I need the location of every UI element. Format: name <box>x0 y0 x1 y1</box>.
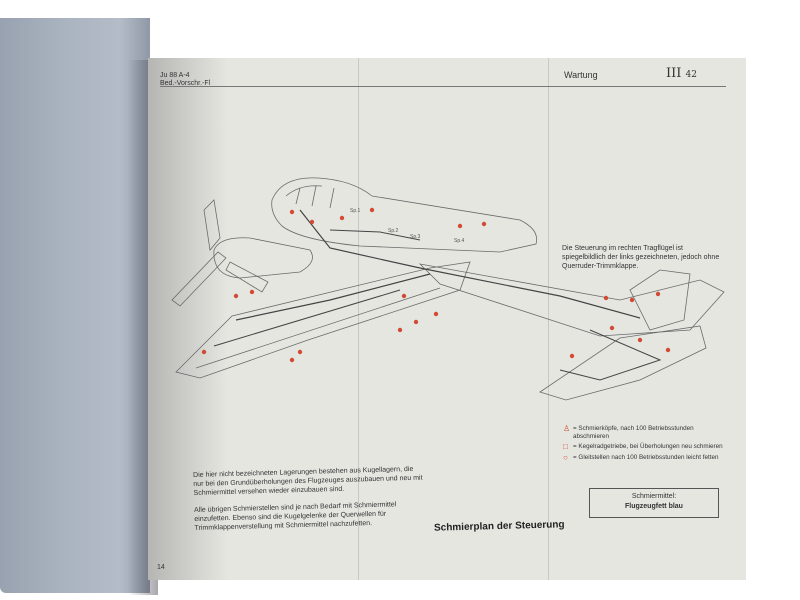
slide-point-icon: ○ <box>563 452 568 462</box>
spar-label: Sp.4 <box>454 238 465 244</box>
marker <box>369 207 375 213</box>
control-rod <box>213 289 401 347</box>
canopy-frame <box>285 185 335 209</box>
legend-item: ♙= Schmierköpfe, nach 100 Betriebsstunde… <box>563 425 723 440</box>
control-rod <box>329 229 421 241</box>
marker <box>339 215 345 221</box>
marker <box>289 357 295 363</box>
section-title: Wartung <box>564 70 598 80</box>
marker <box>481 221 487 227</box>
marker <box>629 297 635 303</box>
propeller-blade <box>171 251 227 307</box>
vertical-fin <box>629 269 691 331</box>
legend-text: = Gleitstellen nach 100 Betriebsstunden … <box>573 453 719 461</box>
mirror-note: Die Steuerung im rechten Tragflügel ist … <box>562 245 720 270</box>
lubricant-box: Schmiermittel: Flugzeugfett blau <box>589 488 719 518</box>
body-paragraph: Alle übrigen Schmierstellen sind je nach… <box>193 500 397 532</box>
left-page-edge <box>0 18 150 593</box>
marker <box>413 319 419 325</box>
lubricant-value: Flugzeugfett blau <box>625 503 683 510</box>
body-paragraph: Die hier nicht bezeichneten Lagerungen b… <box>193 465 423 498</box>
marker <box>309 219 315 225</box>
engine-nacelle <box>213 237 313 279</box>
marker <box>401 293 407 299</box>
marker <box>637 337 643 343</box>
propeller-blade <box>225 261 269 293</box>
marker <box>609 325 615 331</box>
fold-line <box>358 58 359 580</box>
control-rod <box>559 329 662 381</box>
header-rule <box>160 86 726 87</box>
marker <box>457 223 463 229</box>
propeller-blade <box>203 199 221 251</box>
fold-out-sheet <box>148 58 746 580</box>
doc-code-line1: Ju 88 A-4 <box>160 72 190 79</box>
legend-text: = Schmierköpfe, nach 100 Betriebsstunden… <box>573 425 694 440</box>
marker <box>603 295 609 301</box>
marker <box>233 293 239 299</box>
legend-item: ○ = Gleitstellen nach 100 Betriebsstunden… <box>563 452 723 462</box>
marker <box>665 347 671 353</box>
lubrication-markers <box>201 207 671 363</box>
marker <box>201 349 207 355</box>
legend: ♙= Schmierköpfe, nach 100 Betriebsstunde… <box>563 425 723 464</box>
spar-label: Sp.1 <box>350 208 361 214</box>
marker <box>569 353 575 359</box>
gearbox-icon: □ <box>563 442 568 451</box>
footer-page-number: 14 <box>157 564 165 571</box>
marker <box>397 327 403 333</box>
page-roman: III <box>666 66 682 81</box>
marker <box>249 289 255 295</box>
marker <box>297 349 303 355</box>
spar-label: Sp.2 <box>388 228 399 234</box>
doc-code-line2: Bed.-Vorschr.-Fl <box>160 80 211 87</box>
grease-nipple-icon: ♙ <box>563 424 571 433</box>
wing-spar <box>195 287 441 369</box>
spar-label: Sp.3 <box>410 234 421 240</box>
legend-item: □ = Kegelradgetriebe, bei Überholungen ne… <box>563 443 723 451</box>
horizontal-stabilizer <box>539 325 707 401</box>
left-wing <box>175 261 471 379</box>
control-rod <box>235 273 431 321</box>
marker <box>655 291 661 297</box>
fuselage <box>271 177 538 253</box>
page-num: 42 <box>685 70 697 80</box>
control-rod <box>299 209 641 319</box>
page-number: III 42 <box>666 66 697 81</box>
marker <box>433 311 439 317</box>
lubricant-label: Schmiermittel: <box>631 493 677 500</box>
sheet-shadow <box>148 58 228 580</box>
legend-text: = Kegelradgetriebe, bei Überholungen neu… <box>573 443 723 450</box>
body-text: Die hier nicht bezeichneten Lagerungen b… <box>193 465 425 541</box>
marker <box>289 209 295 215</box>
